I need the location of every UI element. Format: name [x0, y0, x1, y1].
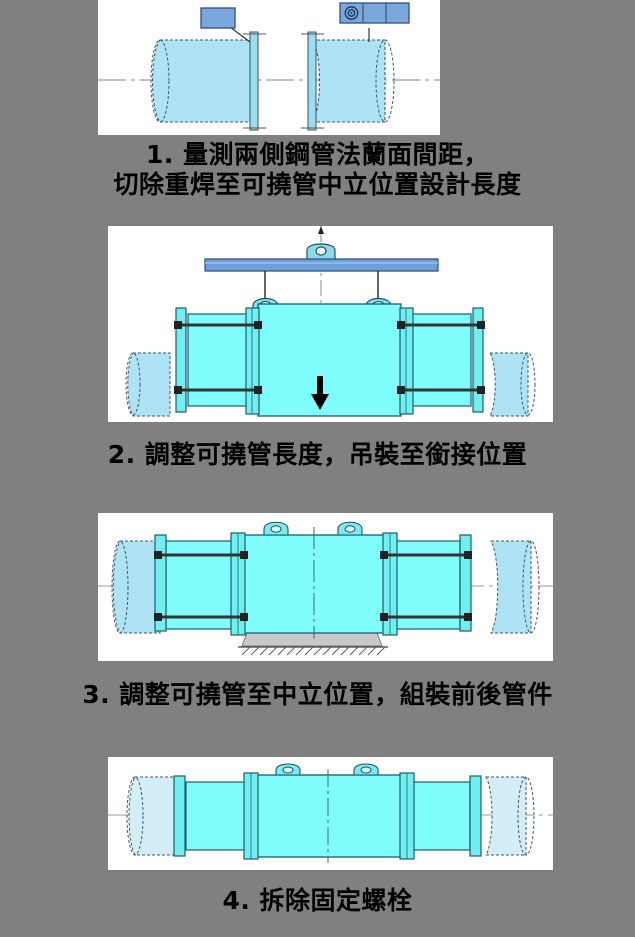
left-existing-pipe	[125, 352, 171, 417]
right-flange	[301, 31, 324, 131]
right-existing-pipe	[310, 39, 395, 123]
flange-outer-right	[469, 775, 482, 857]
step-1-diagram-panel	[98, 0, 440, 135]
left-existing-pipe	[111, 540, 161, 634]
left-flange	[243, 31, 266, 131]
right-existing-pipe	[490, 540, 540, 634]
pipe-end-ellipse	[150, 39, 170, 123]
tie-rod-right-upper	[380, 551, 472, 559]
lifting-lug-right	[337, 521, 363, 536]
flange-inner-right	[399, 772, 415, 860]
tie-rod-right-lower	[380, 613, 472, 621]
measure-flange-gap-drawing	[98, 2, 440, 131]
flange-outer-right	[472, 307, 484, 413]
flexible-pipe-spool-left	[187, 313, 254, 407]
tie-rod-right-upper	[397, 321, 485, 329]
tie-rod-left-upper	[154, 551, 248, 559]
right-label-box[interactable]	[339, 2, 410, 42]
step-1-caption-line-1: 1. 量測兩側鋼管法蘭面間距，	[145, 140, 490, 169]
ground-hatch	[238, 646, 388, 656]
step-3-diagram-panel	[98, 513, 553, 661]
flange-outer-left	[173, 775, 186, 857]
left-existing-pipe	[126, 776, 177, 856]
flexible-pipe-body	[257, 303, 402, 417]
step-2-diagram-panel	[108, 226, 553, 422]
tie-rod-left-lower	[154, 613, 248, 621]
lifting-lug-left	[275, 763, 301, 776]
pipe-end-ellipse	[375, 39, 395, 123]
flange-outer-left	[175, 307, 187, 413]
down-arrow	[311, 376, 329, 410]
lifting-lug-left	[263, 521, 289, 536]
step-2-caption-line-1: 2. 調整可撓管長度，吊裝至銜接位置	[107, 440, 528, 469]
step-3-caption-line-1: 3. 調整可撓管至中立位置，組裝前後管件	[82, 680, 553, 709]
align-and-assemble-drawing	[98, 521, 553, 656]
flexible-pipe-spool-right	[405, 313, 472, 407]
left-label-box[interactable]	[200, 7, 251, 43]
step-4-diagram-panel	[108, 757, 553, 870]
left-existing-pipe	[150, 39, 254, 123]
tie-rod-left-upper	[174, 321, 262, 329]
flexible-pipe-spool-left	[185, 781, 249, 851]
lifting-shackle	[306, 243, 336, 261]
tie-rod-left-lower	[174, 386, 262, 394]
flexible-pipe-body	[243, 534, 385, 634]
step-4-caption-line-1: 4. 拆除固定螺栓	[222, 886, 413, 915]
target-icon	[344, 6, 359, 20]
flexible-pipe-spool-right	[407, 781, 471, 851]
lifting-beam	[204, 258, 439, 272]
lifting-lug-right	[353, 763, 379, 776]
lift-arrow-head	[318, 226, 324, 234]
right-existing-pipe	[485, 776, 535, 856]
right-existing-pipe	[489, 352, 536, 417]
step-1-caption-line-2: 切除重焊至可撓管中立位置設計長度	[113, 169, 522, 199]
tie-rod-right-lower	[397, 386, 485, 394]
step-3-caption: 3. 調整可撓管至中立位置，組裝前後管件	[0, 680, 635, 710]
step-1-caption: 1. 量測兩側鋼管法蘭面間距， 切除重焊至可撓管中立位置設計長度	[0, 140, 635, 199]
step-2-caption: 2. 調整可撓管長度，吊裝至銜接位置	[0, 440, 635, 470]
lift-flexible-pipe-drawing	[125, 226, 536, 417]
step-4-caption: 4. 拆除固定螺栓	[0, 886, 635, 916]
flange-outer-right	[459, 534, 472, 632]
remove-fixing-bolts-drawing	[108, 763, 553, 863]
flange-outer-left	[154, 534, 167, 632]
flange-inner-left	[243, 772, 259, 860]
